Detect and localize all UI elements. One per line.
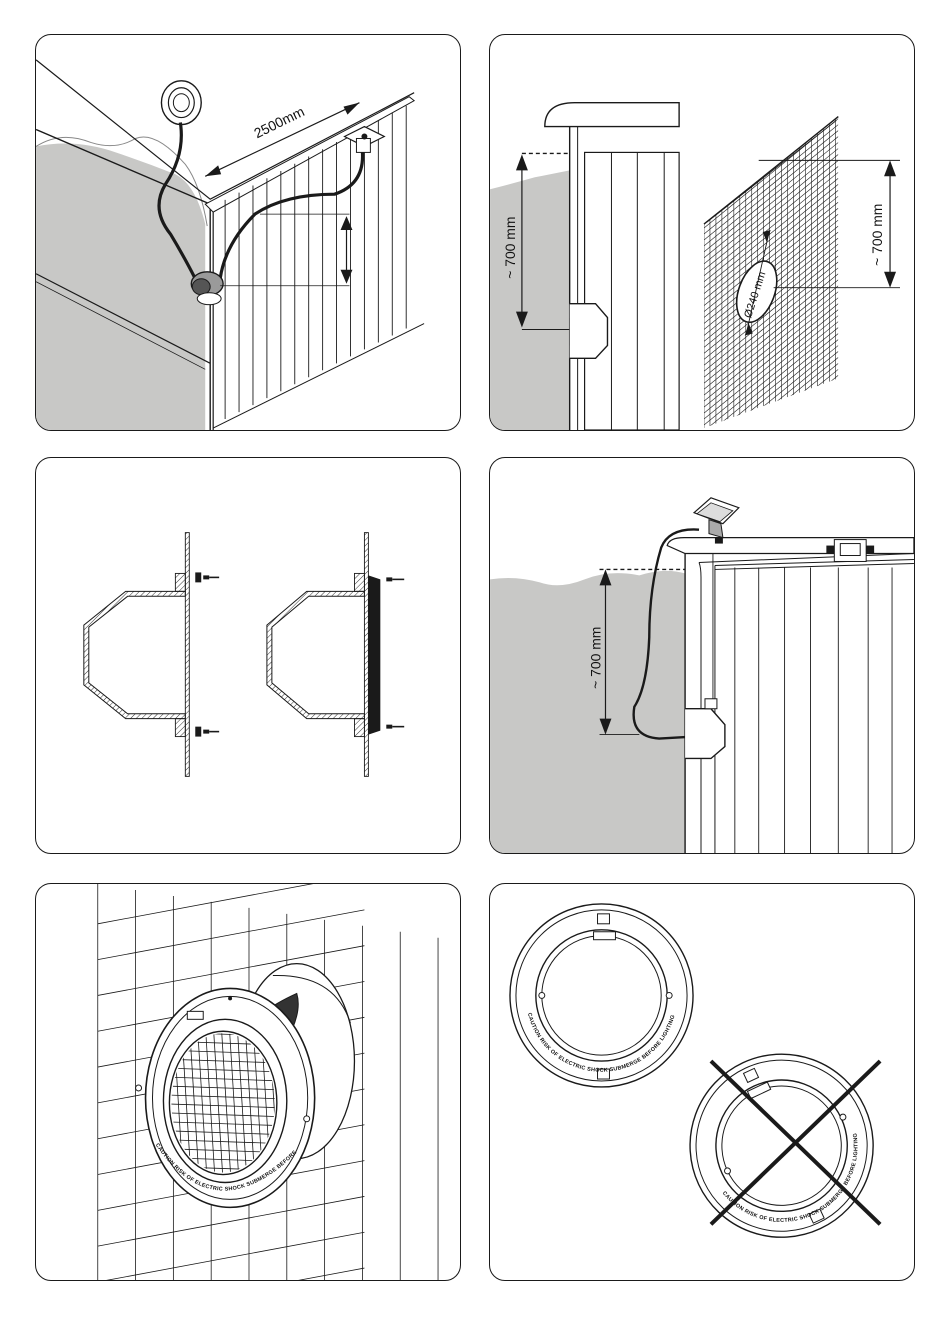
cable-overview-drawing: 2500mm xyxy=(36,35,460,430)
panel-depth-dimensions: ~ 700 mm Ø240 mm ~ 700 mm xyxy=(489,34,915,431)
screw-icon xyxy=(666,992,672,998)
panel-niche-sections xyxy=(35,457,461,854)
top-clip xyxy=(598,914,610,924)
pool-water xyxy=(490,170,570,430)
mounted-spotlight-drawing: CAUTION RISK OF ELECTRIC SHOCK SUBMERGE … xyxy=(36,884,460,1280)
screw-icon xyxy=(539,992,545,998)
niche-sections-drawing xyxy=(36,458,460,853)
screw-icon xyxy=(203,575,219,579)
spotlight-correct: CAUTION RISK OF ELECTRIC SHOCK SUBMERGE … xyxy=(510,904,693,1087)
niche-profile xyxy=(570,304,608,359)
wall-section xyxy=(585,152,680,430)
dimension-label-2500: 2500mm xyxy=(251,103,307,141)
pool-water xyxy=(490,571,685,853)
depth-label-left: ~ 700 mm xyxy=(502,217,518,279)
screw-icon xyxy=(386,577,404,581)
screw-icon xyxy=(386,725,404,729)
screw-icon xyxy=(203,730,219,734)
depth-label: ~ 700 mm xyxy=(588,627,604,689)
installed-niche-drawing: ~ 700 mm xyxy=(490,458,914,853)
panel-orientation: CAUTION RISK OF ELECTRIC SHOCK SUBMERGE … xyxy=(489,883,915,1281)
depth-dimensions-drawing: ~ 700 mm Ø240 mm ~ 700 mm xyxy=(490,35,914,430)
niche-section-left xyxy=(84,533,219,777)
screw-icon xyxy=(304,1116,310,1122)
gasket xyxy=(368,575,380,734)
control-box-icon xyxy=(694,498,739,544)
brand-plate xyxy=(187,1011,203,1019)
niche-profile xyxy=(685,709,725,759)
light-cable xyxy=(220,152,362,278)
brand-plate xyxy=(594,932,616,940)
coping xyxy=(545,103,679,127)
control-box-icon xyxy=(161,81,201,125)
steel-mesh-wall xyxy=(704,65,838,430)
niche-section-right xyxy=(267,533,404,777)
panel-installed-niche: ~ 700 mm xyxy=(489,457,915,854)
orientation-drawing: CAUTION RISK OF ELECTRIC SHOCK SUBMERGE … xyxy=(490,884,914,1280)
panel-mounted-spotlight: CAUTION RISK OF ELECTRIC SHOCK SUBMERGE … xyxy=(35,883,461,1281)
panel-cable-overview: 2500mm xyxy=(35,34,461,431)
height-label-right: ~ 700 mm xyxy=(869,204,885,266)
coping xyxy=(667,538,914,554)
wall-panels xyxy=(735,567,892,853)
spotlight-incorrect: CAUTION RISK OF ELECTRIC SHOCK SUBMERGE … xyxy=(660,1024,903,1267)
screw-icon xyxy=(136,1085,142,1091)
